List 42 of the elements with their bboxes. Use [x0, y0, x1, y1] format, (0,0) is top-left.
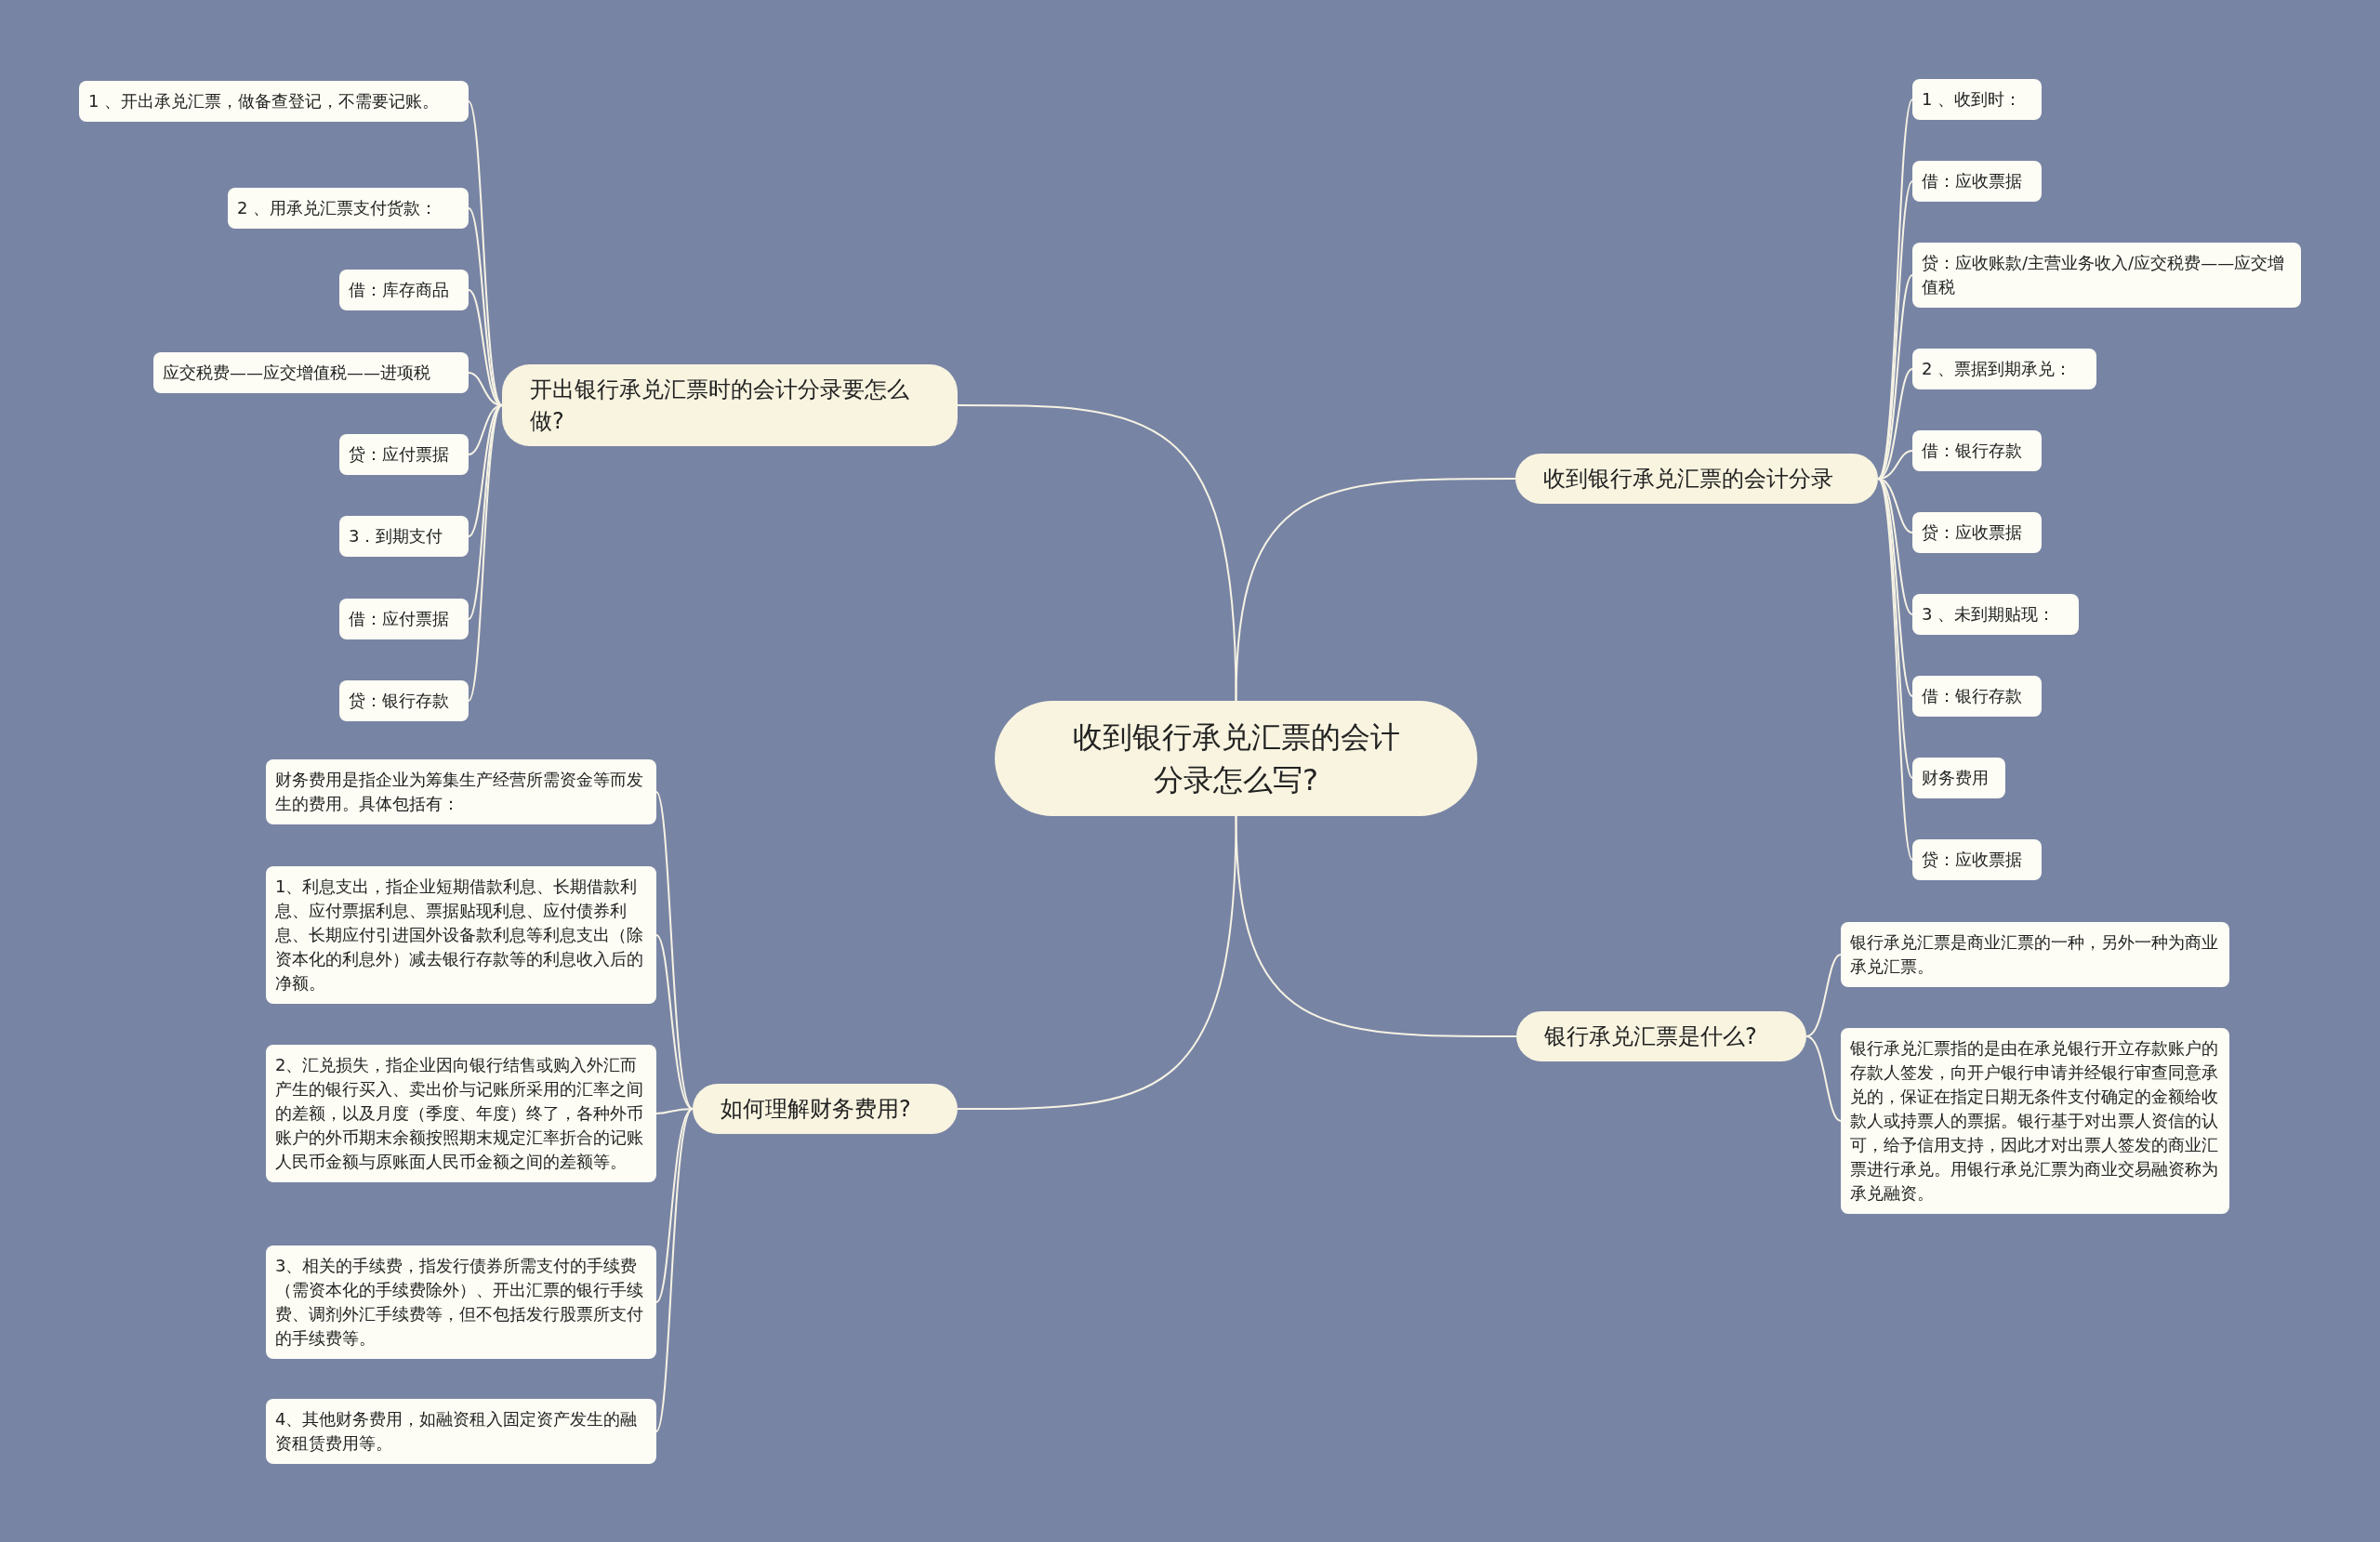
leaf-note: 1 、收到时： [1912, 79, 2042, 120]
leaf-note: 3．到期支付 [339, 516, 469, 557]
connector-line [655, 1108, 694, 1432]
connector-line [655, 934, 694, 1110]
leaf-note: 借：应付票据 [339, 599, 469, 639]
connector-line [957, 404, 1237, 702]
leaf-note: 3 、未到期贴现： [1912, 594, 2079, 635]
leaf-note: 2 、票据到期承兑： [1912, 349, 2096, 389]
branch-topic: 银行承兑汇票是什么? [1516, 1011, 1806, 1061]
leaf-note: 贷：银行存款 [339, 680, 469, 721]
leaf-note: 贷：应收票据 [1912, 839, 2042, 880]
leaf-note: 3、相关的手续费，指发行债券所需支付的手续费（需资本化的手续费除外）、开出汇票的银行手续费、调剂外汇手续费等，但不包括发行股票所支付的手续费等。 [266, 1245, 656, 1359]
connector-line [655, 791, 694, 1110]
leaf-note: 1、利息支出，指企业短期借款利息、长期借款利息、应付票据利息、票据贴现利息、应付债券利息、长期应付引进国外设备款利息等利息支出（除资本化的利息外）减去银行存款等的利息收入后的净额。 [266, 866, 656, 1004]
leaf-note: 财务费用 [1912, 758, 2005, 798]
central-topic: 收到银行承兑汇票的会计分录怎么写? [995, 701, 1477, 816]
leaf-note: 1 、开出承兑汇票，做备查登记，不需要记账。 [79, 81, 469, 122]
connector-line [1235, 478, 1516, 702]
leaf-note: 银行承兑汇票指的是由在承兑银行开立存款账户的存款人签发，向开户银行申请并经银行审查同意承兑的，保证在指定日期无条件支付确定的金额给收款人或持票人的票据。银行基于对出票人资信的认可，给予信用支持，因此才对出票人签发的商业汇票进行承兑。用银行承兑汇票为商业交易融资称为承兑融资。 [1841, 1028, 2229, 1214]
connector-line [1805, 954, 1842, 1037]
leaf-note: 2 、用承兑汇票支付货款： [228, 188, 469, 229]
leaf-note: 财务费用是指企业为筹集生产经营所需资金等而发生的费用。具体包括有： [266, 759, 656, 824]
leaf-note: 借：库存商品 [339, 270, 469, 310]
leaf-note: 应交税费——应交增值税——进项税 [153, 352, 469, 393]
leaf-note: 借：银行存款 [1912, 676, 2042, 717]
leaf-note: 借：银行存款 [1912, 430, 2042, 471]
leaf-note: 贷：应收账款/主营业务收入/应交税费——应交增值税 [1912, 243, 2301, 308]
leaf-note: 4、其他财务费用，如融资租入固定资产发生的融资租赁费用等。 [266, 1399, 656, 1464]
connector-line [1877, 478, 1913, 861]
connector-line [957, 815, 1237, 1110]
connector-line [468, 404, 503, 620]
leaf-note: 贷：应收票据 [1912, 512, 2042, 553]
branch-topic: 开出银行承兑汇票时的会计分录要怎么做? [502, 364, 958, 446]
leaf-note: 银行承兑汇票是商业汇票的一种，另外一种为商业承兑汇票。 [1841, 922, 2229, 987]
connector-line [468, 404, 503, 702]
leaf-note: 贷：应付票据 [339, 434, 469, 475]
connector-line [1805, 1035, 1842, 1122]
leaf-note: 借：应收票据 [1912, 161, 2042, 202]
branch-topic: 收到银行承兑汇票的会计分录 [1515, 454, 1878, 504]
branch-topic: 如何理解财务费用? [693, 1084, 958, 1134]
leaf-note: 2、汇兑损失，指企业因向银行结售或购入外汇而产生的银行买入、卖出价与记账所采用的汇率之间的差额，以及月度（季度、年度）终了，各种外币账户的外币期末余额按照期末规定汇率折合的记账人民币金额与原账面人民币金额之间的差额等。 [266, 1045, 656, 1182]
connector-line [1235, 815, 1517, 1037]
